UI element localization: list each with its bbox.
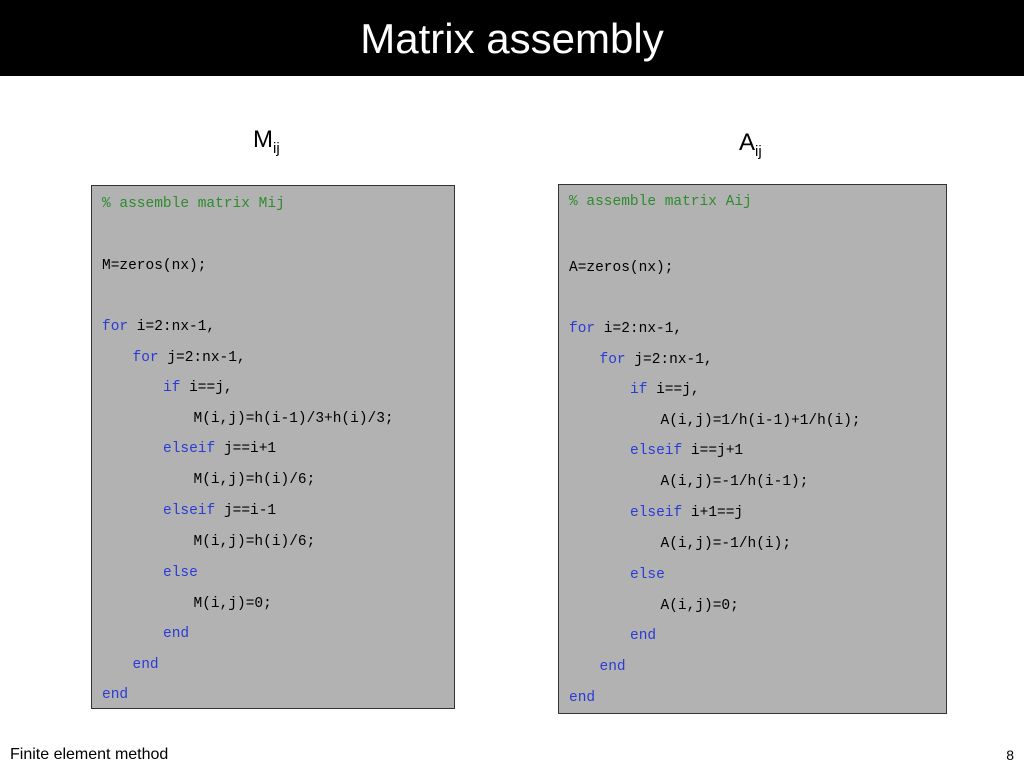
- code-keyword: end: [569, 690, 596, 706]
- code-line: M=zeros(nx);: [102, 257, 206, 275]
- code-keyword: else: [163, 565, 198, 581]
- code-text: i+1==j: [682, 505, 744, 521]
- code-line: end: [630, 627, 656, 645]
- code-text: A=zeros(nx);: [569, 260, 674, 276]
- left-panel-heading: Mij: [253, 126, 280, 157]
- code-line: A=zeros(nx);: [569, 259, 673, 277]
- code-keyword: if: [630, 382, 648, 398]
- code-text: A(i,j)=-1/h(i);: [660, 536, 792, 552]
- code-text: i==j,: [647, 382, 700, 398]
- code-line: A(i,j)=-1/h(i-1);: [661, 473, 809, 491]
- code-text: i==j,: [180, 380, 233, 396]
- code-text: j=2:nx-1,: [158, 350, 246, 366]
- code-text: j=2:nx-1,: [625, 352, 713, 368]
- code-line: % assemble matrix Mij: [102, 195, 285, 213]
- code-keyword: for: [569, 321, 596, 337]
- code-line: end: [133, 656, 159, 674]
- code-line: elseif j==i-1: [163, 502, 276, 520]
- code-keyword: for: [102, 319, 129, 335]
- code-keyword: elseif: [630, 505, 683, 521]
- code-line: A(i,j)=0;: [661, 597, 739, 615]
- code-line: end: [569, 689, 595, 707]
- code-line: elseif j==i+1: [163, 440, 276, 458]
- code-line: if i==j,: [630, 381, 700, 399]
- code-comment: % assemble matrix Mij: [102, 196, 285, 212]
- code-keyword: end: [630, 628, 657, 644]
- right-heading-subscript: ij: [755, 143, 762, 160]
- code-text: M(i,j)=h(i)/6;: [193, 472, 316, 488]
- code-line: M(i,j)=h(i-1)/3+h(i)/3;: [194, 410, 394, 428]
- code-keyword: end: [599, 659, 626, 675]
- code-text: i=2:nx-1,: [128, 319, 216, 335]
- code-comment: % assemble matrix Aij: [569, 194, 752, 210]
- code-line: A(i,j)=-1/h(i);: [661, 535, 792, 553]
- code-line: elseif i+1==j: [630, 504, 743, 522]
- code-text: A(i,j)=0;: [660, 598, 739, 614]
- code-keyword: end: [132, 657, 159, 673]
- code-text: j==i-1: [215, 503, 277, 519]
- code-text: M(i,j)=0;: [193, 596, 272, 612]
- code-text: A(i,j)=1/h(i-1)+1/h(i);: [660, 413, 861, 429]
- code-text: M(i,j)=h(i-1)/3+h(i)/3;: [193, 411, 394, 427]
- code-keyword: end: [163, 626, 190, 642]
- title-bar: [0, 0, 1024, 76]
- left-heading-subscript: ij: [273, 140, 280, 157]
- left-heading-main: M: [253, 126, 273, 153]
- slide-title: Matrix assembly: [360, 15, 664, 62]
- code-keyword: for: [132, 350, 159, 366]
- code-line: if i==j,: [163, 379, 233, 397]
- code-line: end: [600, 658, 626, 676]
- right-heading-main: A: [739, 129, 756, 156]
- code-line: for j=2:nx-1,: [133, 349, 246, 367]
- footer-text: Finite element method: [10, 746, 169, 763]
- code-keyword: for: [599, 352, 626, 368]
- code-keyword: if: [163, 380, 181, 396]
- code-line: for i=2:nx-1,: [569, 320, 682, 338]
- code-keyword: elseif: [163, 503, 216, 519]
- code-line: M(i,j)=h(i)/6;: [194, 533, 316, 551]
- code-keyword: elseif: [163, 441, 216, 457]
- code-keyword: else: [630, 567, 665, 583]
- code-keyword: end: [102, 687, 129, 703]
- code-text: A(i,j)=-1/h(i-1);: [660, 474, 809, 490]
- code-text: j==i+1: [215, 441, 277, 457]
- code-line: A(i,j)=1/h(i-1)+1/h(i);: [661, 412, 861, 430]
- code-line: M(i,j)=h(i)/6;: [194, 471, 316, 489]
- code-text: i==j+1: [682, 443, 744, 459]
- code-line: else: [630, 566, 665, 584]
- code-text: M(i,j)=h(i)/6;: [193, 534, 316, 550]
- code-line: else: [163, 564, 198, 582]
- code-line: for j=2:nx-1,: [600, 351, 713, 369]
- code-line: % assemble matrix Aij: [569, 193, 752, 211]
- right-panel-heading: Aij: [739, 129, 762, 160]
- code-line: end: [163, 625, 189, 643]
- page-number: 8: [1006, 747, 1014, 763]
- code-line: end: [102, 686, 128, 704]
- code-text: M=zeros(nx);: [102, 258, 207, 274]
- code-line: for i=2:nx-1,: [102, 318, 215, 336]
- code-text: i=2:nx-1,: [595, 321, 683, 337]
- code-keyword: elseif: [630, 443, 683, 459]
- code-line: M(i,j)=0;: [194, 595, 272, 613]
- code-line: elseif i==j+1: [630, 442, 743, 460]
